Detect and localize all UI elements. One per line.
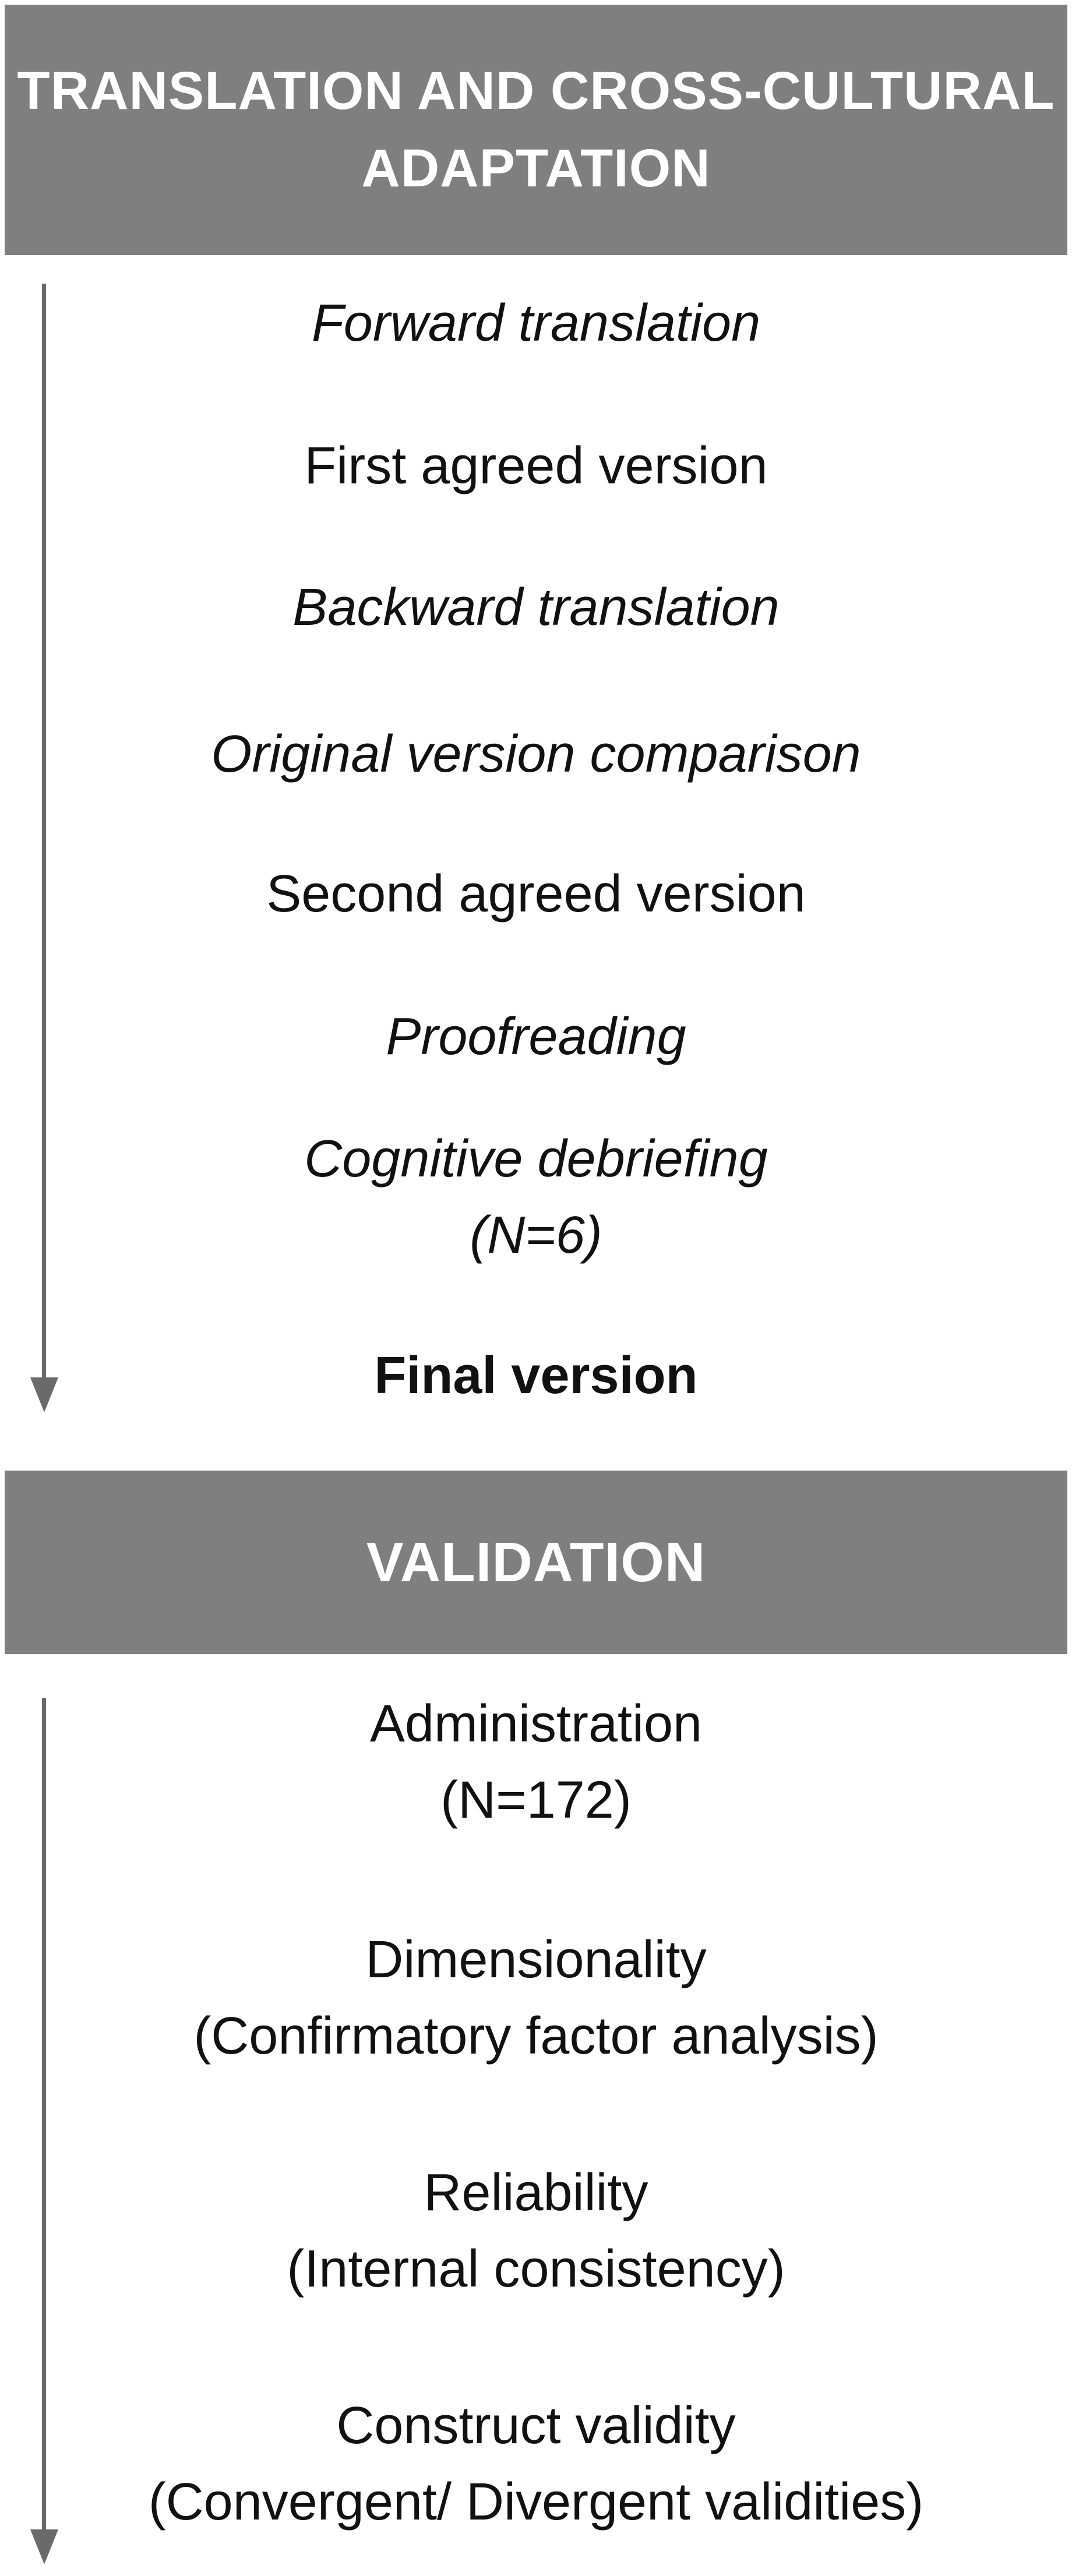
- step-construct-validity-label: Construct validity: [336, 2397, 736, 2455]
- step-cognitive-debriefing-label: Cognitive debriefing: [304, 1130, 768, 1188]
- step-dimensionality-detail: (Confirmatory factor analysis): [193, 2006, 879, 2065]
- step-administration-label: Administration: [369, 1695, 703, 1753]
- validation-title: VALIDATION: [366, 1531, 706, 1593]
- step-backward-translation-label: Backward translation: [292, 578, 780, 637]
- step-reliability-label: Reliability: [424, 2164, 648, 2222]
- step-reliability-detail: (Internal consistency): [287, 2239, 785, 2298]
- step-cognitive-debriefing-sample: (N=6): [470, 1206, 602, 1264]
- step-dimensionality: Dimensionality (Confirmatory factor anal…: [82, 1922, 990, 2074]
- step-administration-sample: (N=172): [440, 1771, 632, 1829]
- step-second-agreed-version: Second agreed version: [82, 856, 990, 932]
- translation-adaptation-title-line-1: TRANSLATION AND CROSS-CULTURAL: [17, 61, 1055, 121]
- step-reliability: Reliability (Internal consistency): [82, 2155, 990, 2307]
- step-cognitive-debriefing: Cognitive debriefing (N=6): [82, 1121, 990, 1273]
- step-construct-validity-detail: (Convergent/ Divergent validities): [148, 2472, 924, 2531]
- step-administration: Administration (N=172): [82, 1686, 990, 1838]
- step-backward-translation: Backward translation: [82, 570, 990, 646]
- translation-adaptation-title-line-2: ADAPTATION: [361, 139, 711, 198]
- step-final-version: Final version: [82, 1338, 990, 1414]
- validation-header: VALIDATION: [5, 1471, 1067, 1654]
- step-second-agreed-version-label: Second agreed version: [266, 865, 806, 923]
- translation-flow-arrow: [42, 284, 46, 1379]
- step-forward-translation: Forward translation: [82, 285, 990, 362]
- step-original-version-comparison-label: Original version comparison: [211, 725, 861, 783]
- validation-flow-arrow: [42, 1698, 46, 2531]
- step-proofreading-label: Proofreading: [386, 1008, 686, 1066]
- step-first-agreed-version: First agreed version: [82, 428, 990, 504]
- step-first-agreed-version-label: First agreed version: [304, 437, 768, 495]
- step-proofreading: Proofreading: [82, 999, 990, 1075]
- step-final-version-label: Final version: [374, 1347, 698, 1405]
- translation-adaptation-header: TRANSLATION AND CROSS-CULTURAL ADAPTATIO…: [5, 5, 1067, 255]
- step-dimensionality-label: Dimensionality: [365, 1931, 707, 1989]
- step-construct-validity: Construct validity (Convergent/ Divergen…: [82, 2388, 990, 2540]
- step-forward-translation-label: Forward translation: [311, 294, 761, 352]
- step-original-version-comparison: Original version comparison: [82, 716, 990, 793]
